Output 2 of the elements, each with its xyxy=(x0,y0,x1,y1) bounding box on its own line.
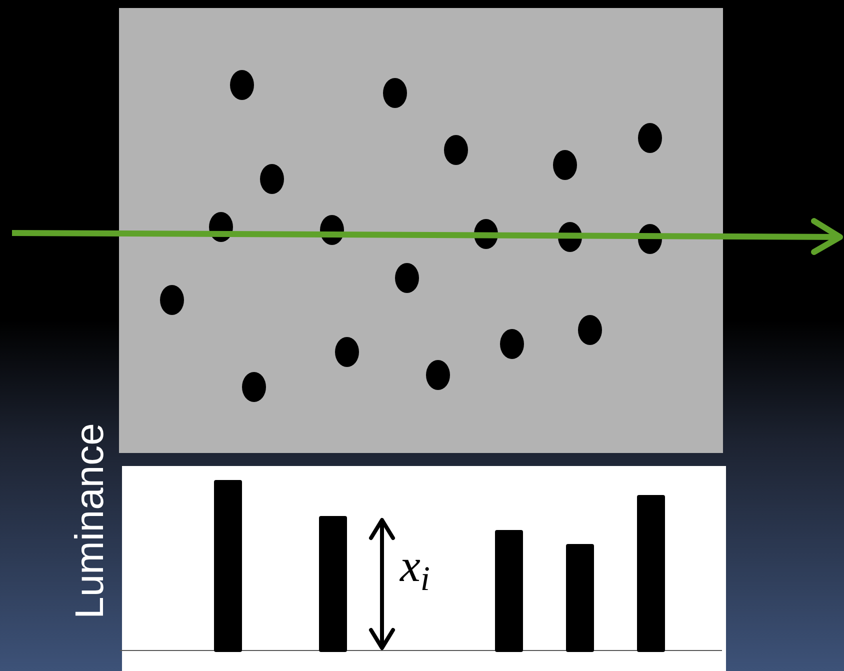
axis-label: Luminance xyxy=(67,422,113,621)
variable-label: x$_{i}$ xyxy=(400,540,430,592)
